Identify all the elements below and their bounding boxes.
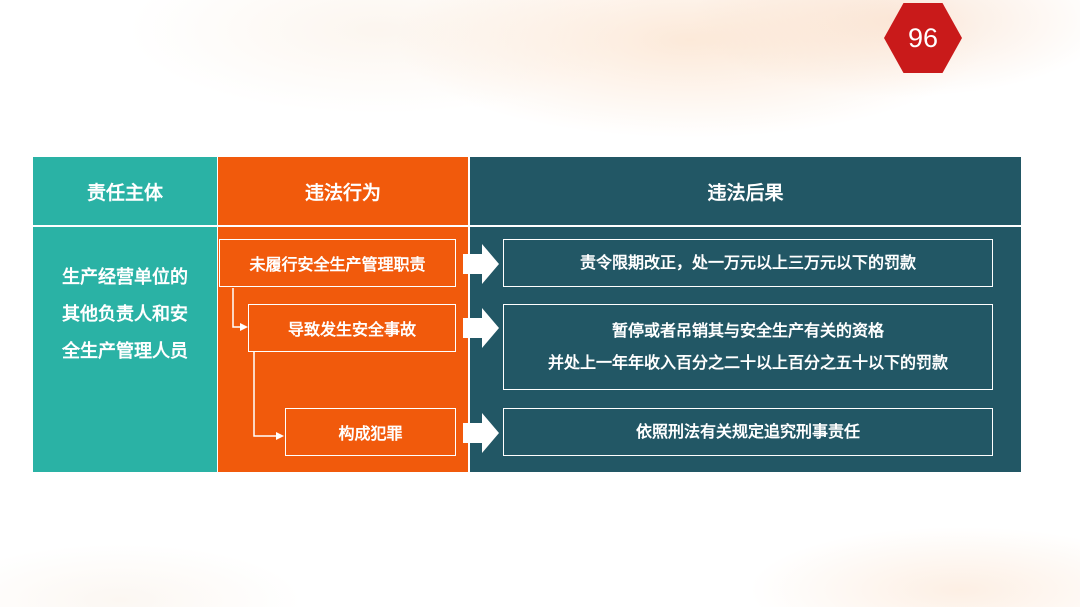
consequence-line: 责令限期改正，处一万元以上三万元以下的罚款 xyxy=(579,253,916,272)
header-behavior: 违法行为 xyxy=(218,157,468,225)
arrow-right-icon xyxy=(463,244,499,284)
consequence-item: 依照刑法有关规定追究刑事责任 xyxy=(503,408,993,456)
consequence-line: 并处上一年年收入百分之二十以上百分之五十以下的罚款 xyxy=(547,353,948,372)
behavior-column xyxy=(218,227,468,472)
header-consequence: 违法后果 xyxy=(470,157,1021,225)
subject-line: 全生产管理人员 xyxy=(62,341,188,362)
header-subject-label: 责任主体 xyxy=(86,181,163,204)
consequence-item: 暂停或者吊销其与安全生产有关的资格 并处上一年年收入百分之二十以上百分之五十以下… xyxy=(503,304,993,390)
responsible-subject: 生产经营单位的 其他负责人和安 全生产管理人员 xyxy=(33,227,217,472)
consequence-line: 暂停或者吊销其与安全生产有关的资格 xyxy=(611,321,884,340)
consequence-line: 依照刑法有关规定追究刑事责任 xyxy=(635,422,860,441)
page-number-badge: 96 xyxy=(884,3,962,73)
header-consequence-label: 违法后果 xyxy=(707,181,784,204)
header-subject: 责任主体 xyxy=(33,157,217,225)
consequence-item: 责令限期改正，处一万元以上三万元以下的罚款 xyxy=(503,239,993,287)
arrow-right-icon xyxy=(463,308,499,348)
subject-line: 其他负责人和安 xyxy=(62,304,188,325)
behavior-label: 构成犯罪 xyxy=(338,424,403,443)
page-number: 96 xyxy=(907,22,939,53)
header-behavior-label: 违法行为 xyxy=(304,181,381,204)
subject-column xyxy=(33,227,217,472)
arrow-right-icon xyxy=(463,413,499,453)
consequence-column xyxy=(470,227,1021,472)
behavior-item: 导致发生安全事故 xyxy=(248,304,456,352)
subject-line: 生产经营单位的 xyxy=(62,267,188,288)
behavior-item: 未履行安全生产管理职责 xyxy=(219,239,456,287)
behavior-label: 导致发生安全事故 xyxy=(287,320,416,339)
behavior-label: 未履行安全生产管理职责 xyxy=(249,255,426,274)
behavior-item: 构成犯罪 xyxy=(285,408,456,456)
